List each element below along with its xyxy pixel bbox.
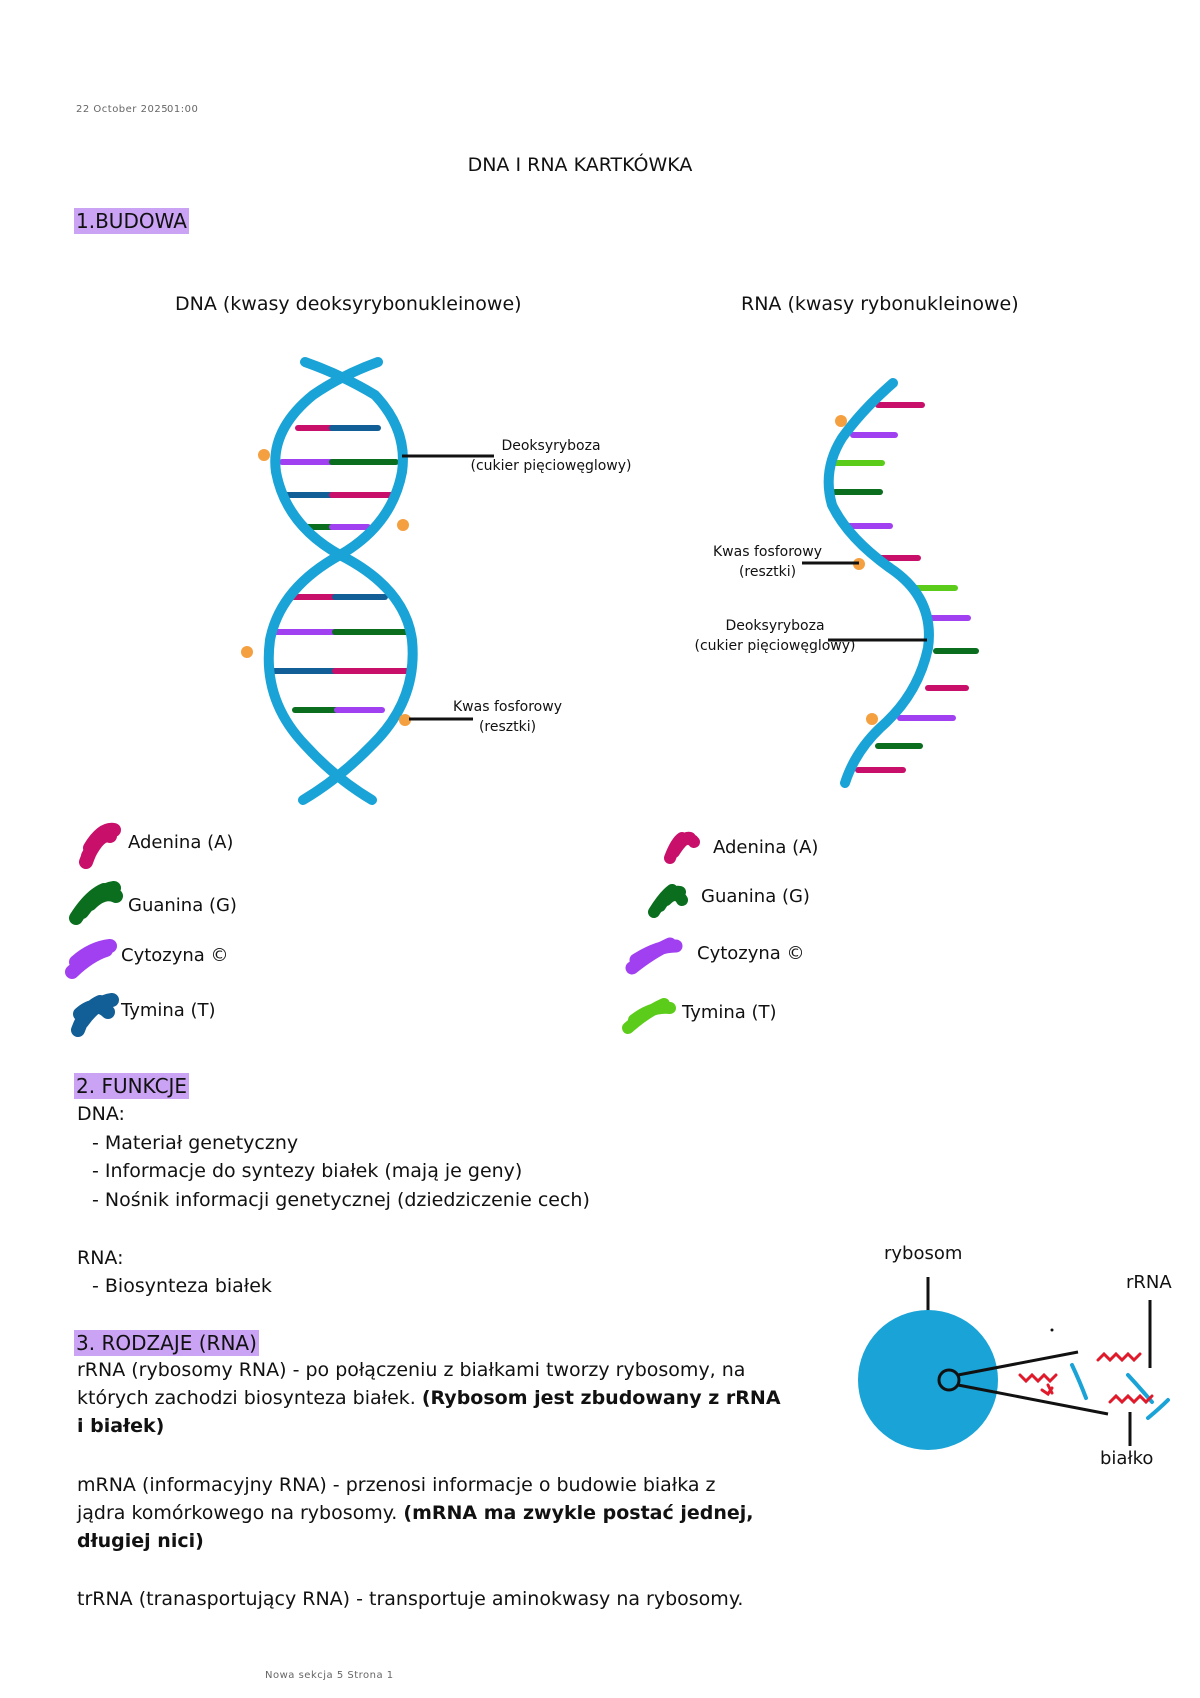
dot xyxy=(1050,1328,1054,1332)
dna-backbone xyxy=(263,357,418,805)
dna-legend-guanine: Guanina (G) xyxy=(128,895,237,916)
dna-sugar-label-line2: (cukier pięciowęglowy) xyxy=(470,458,632,474)
mrna-text: jądra komórkowego na rybosomy. xyxy=(77,1502,404,1524)
ribosome-exit-line xyxy=(957,1383,1109,1416)
trna-description: trRNA (tranasportujący RNA) - transportu… xyxy=(77,1588,744,1610)
functions-rna-item: - Biosynteza białek xyxy=(92,1275,272,1297)
functions-dna-item: - Informacje do syntezy białek (mają je … xyxy=(92,1160,523,1182)
page-footer: Nowa sekcja 5 Strona 1 xyxy=(265,1670,394,1681)
mrna-bold-note-cont: długiej nici) xyxy=(77,1530,204,1552)
time-stamp: 01:00 xyxy=(167,104,199,115)
ribosome-diagram xyxy=(858,1277,1170,1450)
dna-legend-cytosine: Cytozyna © xyxy=(121,945,229,966)
dna-phosphate-label: Kwas fosforowy (resztki) xyxy=(440,697,575,737)
phosphate-dot xyxy=(258,449,270,461)
phosphate-dot xyxy=(397,519,409,531)
phosphate-dot xyxy=(866,713,878,725)
functions-dna-item: - Materiał genetyczny xyxy=(92,1132,299,1154)
rna-legend-adenine: Adenina (A) xyxy=(713,837,819,858)
rna-legend-thymine: Tymina (T) xyxy=(682,1002,777,1023)
section-heading-funkcje: 2. FUNKCJE xyxy=(74,1073,190,1099)
protein-chains xyxy=(1018,1351,1154,1405)
rna-legend-blobs xyxy=(622,831,700,1034)
dna-legend-thymine: Tymina (T) xyxy=(121,1000,216,1021)
dna-column-title: DNA (kwasy deoksyrybonukleinowe) xyxy=(175,293,522,315)
section-heading-rodzaje: 3. RODZAJE (RNA) xyxy=(74,1330,259,1356)
rrna-label: rRNA xyxy=(1126,1272,1172,1293)
functions-rna-label: RNA: xyxy=(77,1247,124,1269)
legend-swatch-adenine xyxy=(79,822,121,869)
rna-phosphate-label-line2: (resztki) xyxy=(738,564,797,580)
dna-phosphate-label-line1: Kwas fosforowy xyxy=(453,699,562,715)
rna-phosphate-label: Kwas fosforowy (resztki) xyxy=(700,542,835,582)
rna-bases xyxy=(832,402,979,773)
phosphate-dot xyxy=(835,415,847,427)
legend-swatch-thymine xyxy=(71,993,119,1037)
rrna-description: rRNA (rybosomy RNA) - po połączeniu z bi… xyxy=(77,1359,746,1381)
rna-backbone xyxy=(823,378,934,788)
rna-column-title: RNA (kwasy rybonukleinowe) xyxy=(741,293,1019,315)
ribosome-label: rybosom xyxy=(884,1243,963,1264)
rna-sugar-label: Deoksyryboza (cukier pięciowęglowy) xyxy=(690,616,860,656)
phosphate-dot xyxy=(241,646,253,658)
rna-legend-guanine: Guanina (G) xyxy=(701,886,810,907)
mrna-bold-note: (mRNA ma zwykle postać jednej, xyxy=(403,1502,754,1524)
dna-sugar-label: Deoksyryboza (cukier pięciowęglowy) xyxy=(466,436,636,476)
rna-legend-cytosine: Cytozyna © xyxy=(697,943,805,964)
dna-sugar-label-line1: Deoksyryboza xyxy=(501,438,601,454)
functions-dna-label: DNA: xyxy=(77,1103,125,1125)
ribosome-exit-line xyxy=(957,1350,1079,1377)
dna-phosphates xyxy=(241,449,411,726)
legend-swatch-adenine xyxy=(664,831,700,864)
legend-swatch-thymine xyxy=(622,998,676,1034)
page-title: DNA I RNA KARTKÓWKA xyxy=(467,154,693,176)
rna-sugar-label-line1: Deoksyryboza xyxy=(725,618,825,634)
dna-phosphate-label-line2: (resztki) xyxy=(478,719,537,735)
rna-sugar-label-line2: (cukier pięciowęglowy) xyxy=(694,638,856,654)
dna-legend-blobs xyxy=(65,822,123,1037)
rrna-bold-note: (Rybosom jest zbudowany z rRNA xyxy=(421,1387,781,1409)
ribosome-tunnel xyxy=(937,1368,961,1392)
dna-legend-adenine: Adenina (A) xyxy=(128,832,234,853)
ribosome-body xyxy=(858,1310,998,1450)
rna-phosphate-label-line1: Kwas fosforowy xyxy=(713,544,822,560)
functions-dna-item: - Nośnik informacji genetycznej (dziedzi… xyxy=(92,1189,590,1211)
legend-swatch-guanine xyxy=(648,884,688,918)
rrna-text: których zachodzi biosynteza białek. xyxy=(77,1387,422,1409)
legend-swatch-guanine xyxy=(69,881,123,925)
mrna-description: mRNA (informacyjny RNA) - przenosi infor… xyxy=(77,1474,716,1496)
legend-swatch-cytosine xyxy=(65,939,117,979)
phosphate-dot xyxy=(399,714,411,726)
date-stamp: 22 October 2025 xyxy=(76,104,169,115)
rrna-description-cont: których zachodzi biosynteza białek. (Ryb… xyxy=(77,1387,781,1409)
section-heading-budowa: 1.BUDOWA xyxy=(74,208,189,234)
protein-label: białko xyxy=(1100,1448,1154,1469)
dna-base-pairs xyxy=(269,425,413,713)
mrna-description-cont: jądra komórkowego na rybosomy. (mRNA ma … xyxy=(77,1502,754,1524)
legend-swatch-cytosine xyxy=(625,937,683,975)
rrna-bold-note-cont: i białek) xyxy=(77,1415,165,1437)
